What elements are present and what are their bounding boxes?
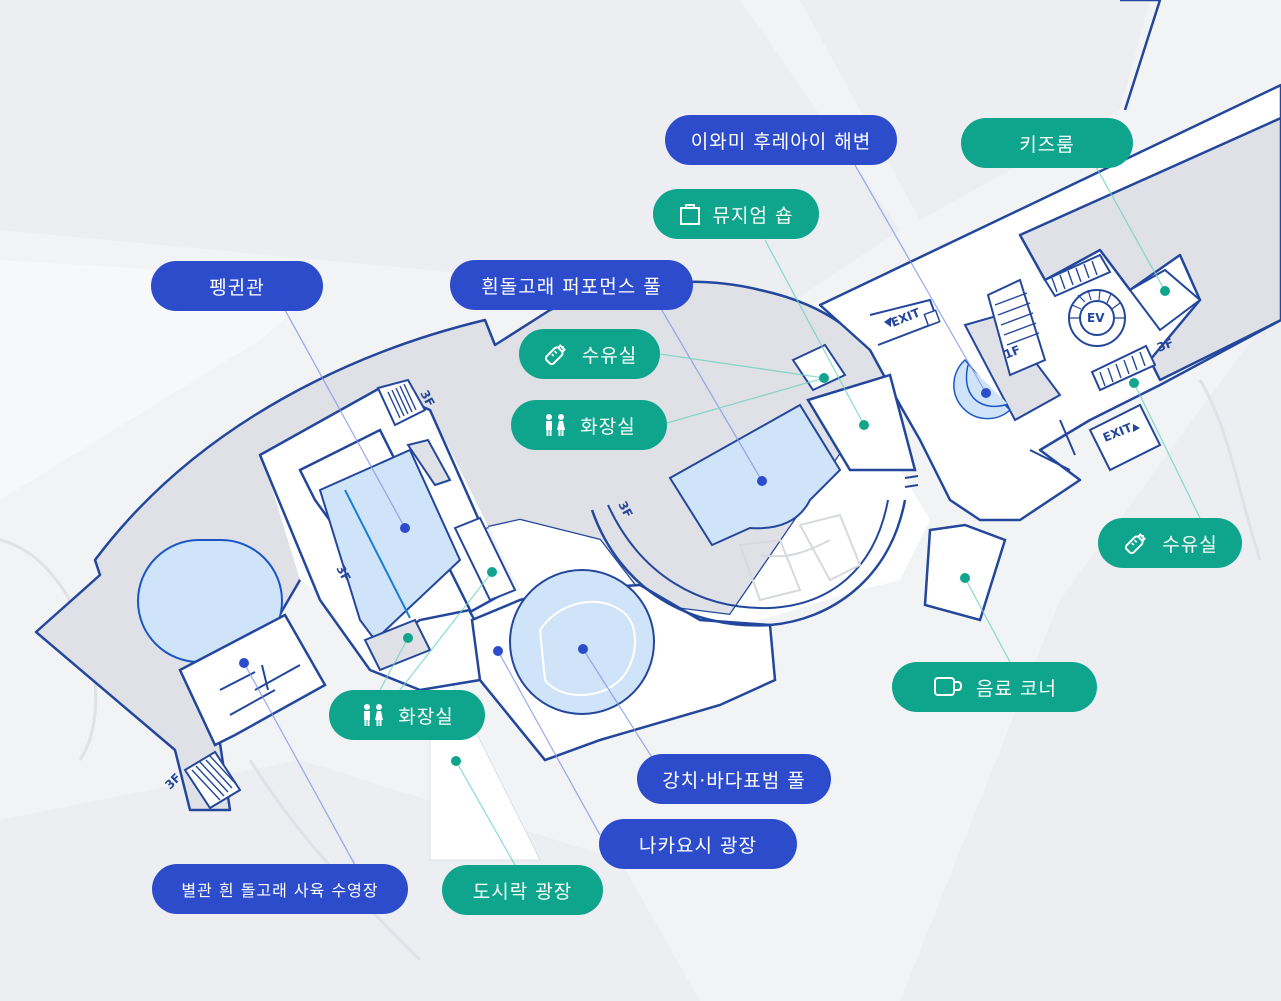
label-seal-pool[interactable]: 강치·바다표범 풀 — [637, 754, 831, 804]
label-iwami-beach[interactable]: 이와미 후레아이 해변 — [665, 115, 897, 165]
floor-marker-3f-1: 3F — [417, 388, 437, 409]
elevator-label: EV — [1087, 311, 1105, 325]
dot-museum-shop — [859, 420, 869, 430]
label-text: 화장실 — [398, 705, 454, 728]
coffee-cup-icon — [932, 675, 964, 699]
label-text: 수유실 — [581, 344, 638, 367]
label-text: 화장실 — [580, 415, 636, 438]
leader-lines — [243, 164, 1201, 866]
label-text: 펭귄관 — [209, 276, 265, 299]
baby-bottle-icon — [542, 340, 570, 368]
restroom-icon — [542, 413, 568, 437]
label-nursing-room-2[interactable]: 수유실 — [1098, 518, 1242, 568]
label-museum-shop[interactable]: 뮤지엄 숍 — [653, 189, 819, 239]
label-text: 별관 흰 돌고래 사육 수영장 — [181, 881, 379, 900]
dot-kids-room — [1160, 286, 1170, 296]
dot-drink-corner — [960, 573, 970, 583]
dot-restroom-2a — [487, 567, 497, 577]
label-restroom-1[interactable]: 화장실 — [511, 400, 667, 450]
floor-marker-3f-4: 3F — [615, 499, 635, 520]
label-text: 강치·바다표범 풀 — [662, 769, 806, 792]
label-penguin-hall[interactable]: 펭귄관 — [151, 261, 323, 311]
dot-seal-pool — [578, 644, 588, 654]
baby-bottle-icon — [1122, 529, 1150, 557]
dot-beluga-pool — [757, 476, 767, 486]
label-text: 도시락 광장 — [472, 880, 573, 903]
floor-marker-3f-5: 3F — [1155, 336, 1176, 355]
label-text: 이와미 후레아이 해변 — [690, 130, 872, 153]
label-lunchbox-plaza[interactable]: 도시락 광장 — [442, 865, 603, 915]
label-annex-beluga-pool[interactable]: 별관 흰 돌고래 사육 수영장 — [152, 864, 408, 914]
label-text: 키즈룸 — [1019, 133, 1075, 156]
dot-restroom-2b — [403, 633, 413, 643]
label-nursing-room-1[interactable]: 수유실 — [519, 329, 660, 379]
shopping-bag-icon — [679, 202, 701, 226]
label-text: 음료 코너 — [976, 677, 1057, 700]
label-beluga-pool[interactable]: 흰돌고래 퍼포먼스 풀 — [450, 260, 693, 310]
dot-penguin-hall — [400, 523, 410, 533]
floor-marker-3f-2: 3F — [333, 563, 353, 584]
location-dots — [239, 286, 1170, 766]
label-text: 뮤지엄 숍 — [712, 204, 794, 227]
dot-iwami-beach — [981, 388, 991, 398]
label-text: 수유실 — [1162, 533, 1218, 556]
label-kids-room[interactable]: 키즈룸 — [961, 118, 1133, 168]
label-restroom-2[interactable]: 화장실 — [329, 690, 485, 740]
label-nakayoshi-plaza[interactable]: 나카요시 광장 — [599, 819, 797, 869]
dot-nakayoshi-plaza — [493, 646, 503, 656]
label-drink-corner[interactable]: 음료 코너 — [892, 662, 1097, 712]
dot-lunchbox-plaza — [451, 756, 461, 766]
restroom-icon — [360, 703, 386, 727]
label-text: 흰돌고래 퍼포먼스 풀 — [481, 275, 662, 298]
label-text: 나카요시 광장 — [639, 834, 757, 857]
building — [34, 0, 1281, 812]
dot-nursing-room-2 — [1129, 378, 1139, 388]
dot-nursing-restroom — [819, 373, 829, 383]
floor-marker-1f: 1F — [1002, 343, 1023, 362]
dot-annex-pool — [239, 658, 249, 668]
